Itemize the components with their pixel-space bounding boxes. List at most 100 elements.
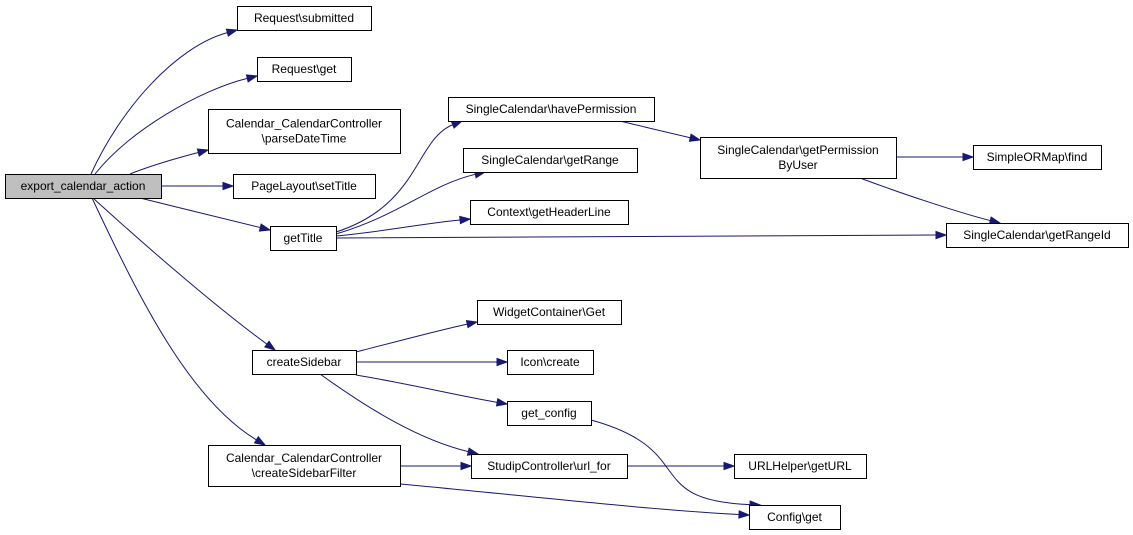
node-label: PageLayout\setTitle xyxy=(251,179,357,193)
node-create-sidebar-filter[interactable]: Calendar_CalendarController\createSideba… xyxy=(208,445,401,487)
edge-line xyxy=(590,419,751,506)
edge-create_sidebar-to-studip_controller_url_for xyxy=(319,373,480,456)
edge-line xyxy=(335,219,461,237)
node-page-layout-set-title[interactable]: PageLayout\setTitle xyxy=(233,174,376,199)
node-label: SingleCalendar\getRangeId xyxy=(963,228,1110,242)
node-box xyxy=(700,137,897,179)
arrowhead-icon xyxy=(935,230,948,240)
arrowhead-icon xyxy=(688,133,702,142)
node-icon-create[interactable]: Icon\create xyxy=(507,350,594,375)
edge-line xyxy=(129,152,199,175)
arrowhead-icon xyxy=(495,397,509,407)
arrowhead-icon xyxy=(496,357,509,367)
node-label: SingleCalendar\havePermission xyxy=(466,102,637,116)
arrowhead-icon xyxy=(738,510,751,519)
node-config-get[interactable]: Config\get xyxy=(749,505,841,530)
node-parse-date-time[interactable]: Calendar_CalendarController\parseDateTim… xyxy=(208,109,401,154)
node-get-title[interactable]: getTitle xyxy=(270,226,337,251)
node-request-get[interactable]: Request\get xyxy=(257,57,352,82)
edge-line xyxy=(859,177,991,222)
edge-line xyxy=(335,173,476,235)
node-box xyxy=(507,401,592,426)
node-box xyxy=(946,223,1129,248)
node-label: createSidebar xyxy=(267,355,342,369)
node-box xyxy=(448,97,655,122)
arrowhead-icon xyxy=(460,461,473,471)
arrowhead-icon xyxy=(962,152,975,162)
node-label: Context\getHeaderLine xyxy=(487,205,611,219)
edge-studip_controller_url_for-to-url_helper_get_url xyxy=(627,461,736,471)
arrowhead-icon xyxy=(245,74,259,83)
node-get-config[interactable]: get_config xyxy=(507,401,592,426)
arrowhead-icon xyxy=(459,215,472,225)
node-box xyxy=(208,109,401,154)
arrowhead-icon xyxy=(723,461,736,471)
node-have-permission[interactable]: SingleCalendar\havePermission xyxy=(448,97,655,122)
node-box xyxy=(252,350,357,375)
node-box xyxy=(270,226,337,251)
node-label: Request\get xyxy=(272,62,337,76)
node-request-submitted[interactable]: Request\submitted xyxy=(237,6,372,31)
arrowhead-icon xyxy=(450,120,464,129)
edge-get_permission_by_user-to-simple_or_map_find xyxy=(896,152,975,162)
edge-line xyxy=(355,374,498,403)
edge-line xyxy=(335,234,937,239)
edge-export_calendar_action-to-request_submitted xyxy=(90,28,239,175)
node-label: getTitle xyxy=(284,231,323,245)
node-simple-or-map-find[interactable]: SimpleORMap\find xyxy=(973,145,1102,170)
edge-export_calendar_action-to-request_get xyxy=(94,74,259,175)
edge-export_calendar_action-to-create_sidebar xyxy=(92,197,277,351)
node-label: Calendar_CalendarController xyxy=(226,117,382,131)
edge-create_sidebar-to-widget_container_get xyxy=(355,320,479,353)
node-label: get_config xyxy=(521,406,576,420)
edge-line xyxy=(90,32,228,175)
arrowhead-icon xyxy=(263,340,277,351)
node-label: Calendar_CalendarController xyxy=(226,451,382,465)
node-box xyxy=(233,174,376,199)
node-box xyxy=(470,200,629,225)
edge-get_title-to-have_permission xyxy=(335,120,464,233)
node-label: StudipController\url_for xyxy=(487,459,610,473)
edge-line xyxy=(92,197,268,345)
node-label: ByUser xyxy=(778,158,817,172)
node-get-range-id[interactable]: SingleCalendar\getRangeId xyxy=(946,223,1129,248)
edge-get_title-to-context_get_header_line xyxy=(335,215,472,237)
node-label: SimpleORMap\find xyxy=(987,150,1088,164)
node-label: WidgetContainer\Get xyxy=(493,305,606,319)
node-label: Icon\create xyxy=(520,355,580,369)
edge-create_sidebar-to-get_config xyxy=(355,374,509,407)
node-create-sidebar[interactable]: createSidebar xyxy=(252,350,357,375)
node-box xyxy=(208,445,401,487)
edge-line xyxy=(319,373,469,453)
edge-line xyxy=(94,77,248,175)
node-get-range[interactable]: SingleCalendar\getRange xyxy=(463,148,638,173)
arrowhead-icon xyxy=(465,320,479,329)
node-label: \parseDateTime xyxy=(262,132,347,146)
edge-line xyxy=(619,120,691,139)
node-export-calendar-action[interactable]: export_calendar_action xyxy=(5,174,162,199)
arrowhead-icon xyxy=(222,181,235,191)
node-url-helper-get-url[interactable]: URLHelper\getURL xyxy=(734,454,867,479)
node-box xyxy=(477,300,622,325)
node-context-get-header-line[interactable]: Context\getHeaderLine xyxy=(470,200,629,225)
node-box xyxy=(237,6,372,31)
node-label: \createSidebarFilter xyxy=(252,466,357,480)
edge-have_permission-to-get_permission_by_user xyxy=(619,120,702,142)
node-studip-controller-url-for[interactable]: StudipController\url_for xyxy=(471,454,628,479)
edge-get_permission_by_user-to-get_range_id xyxy=(859,177,1002,225)
edge-create_sidebar_filter-to-config_get xyxy=(399,483,751,519)
node-box xyxy=(5,174,162,199)
node-label: SingleCalendar\getPermission xyxy=(717,143,878,157)
node-box xyxy=(749,505,841,530)
edge-export_calendar_action-to-parse_date_time xyxy=(129,148,210,175)
edge-create_sidebar-to-icon_create xyxy=(355,357,509,367)
node-widget-container-get[interactable]: WidgetContainer\Get xyxy=(477,300,622,325)
arrowhead-icon xyxy=(258,223,272,232)
node-box xyxy=(507,350,594,375)
node-box xyxy=(471,454,628,479)
node-label: export_calendar_action xyxy=(21,179,146,193)
node-box xyxy=(257,57,352,82)
arrowhead-icon xyxy=(196,148,210,157)
